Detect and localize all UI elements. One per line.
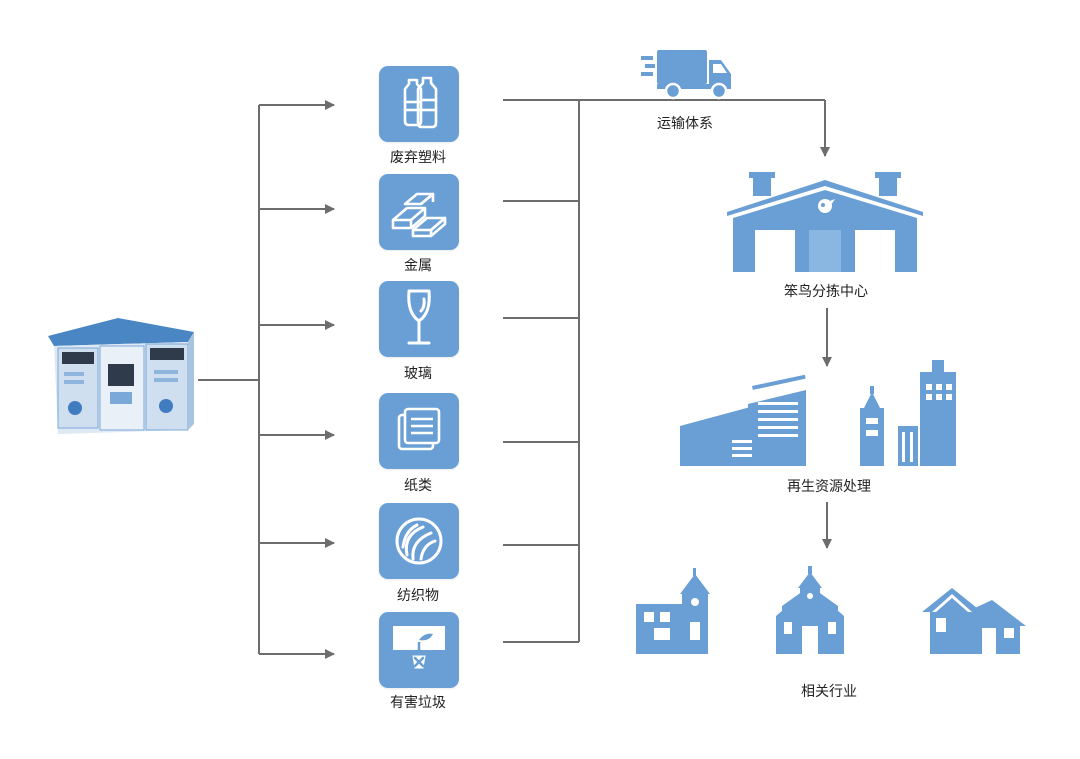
town-buildings-icon (636, 566, 1026, 654)
transport-label: 运输体系 (657, 116, 713, 132)
category-label-paper: 纸类 (404, 478, 432, 494)
warehouse-icon (727, 172, 923, 272)
textile-icon (379, 503, 459, 579)
paper-icon (379, 393, 459, 469)
category-label-plastic: 废弃塑料 (390, 150, 446, 166)
category-label-metal: 金属 (404, 258, 432, 274)
metal-ingots-icon (379, 174, 459, 250)
recycling-label: 再生资源处理 (787, 479, 871, 495)
sorting-center-label: 笨鸟分拣中心 (784, 284, 868, 300)
category-label-hazardous: 有害垃圾 (390, 695, 446, 711)
category-label-textile: 纺织物 (397, 588, 439, 604)
hazardous-waste-icon (379, 612, 459, 688)
industries-label: 相关行业 (801, 684, 857, 700)
truck-icon (641, 50, 731, 100)
category-label-glass: 玻璃 (404, 366, 432, 382)
factory-buildings-icon (680, 360, 956, 466)
wine-glass-icon (379, 281, 459, 357)
recycling-kiosk-image (38, 312, 198, 438)
plastic-bottles-icon (379, 66, 459, 142)
